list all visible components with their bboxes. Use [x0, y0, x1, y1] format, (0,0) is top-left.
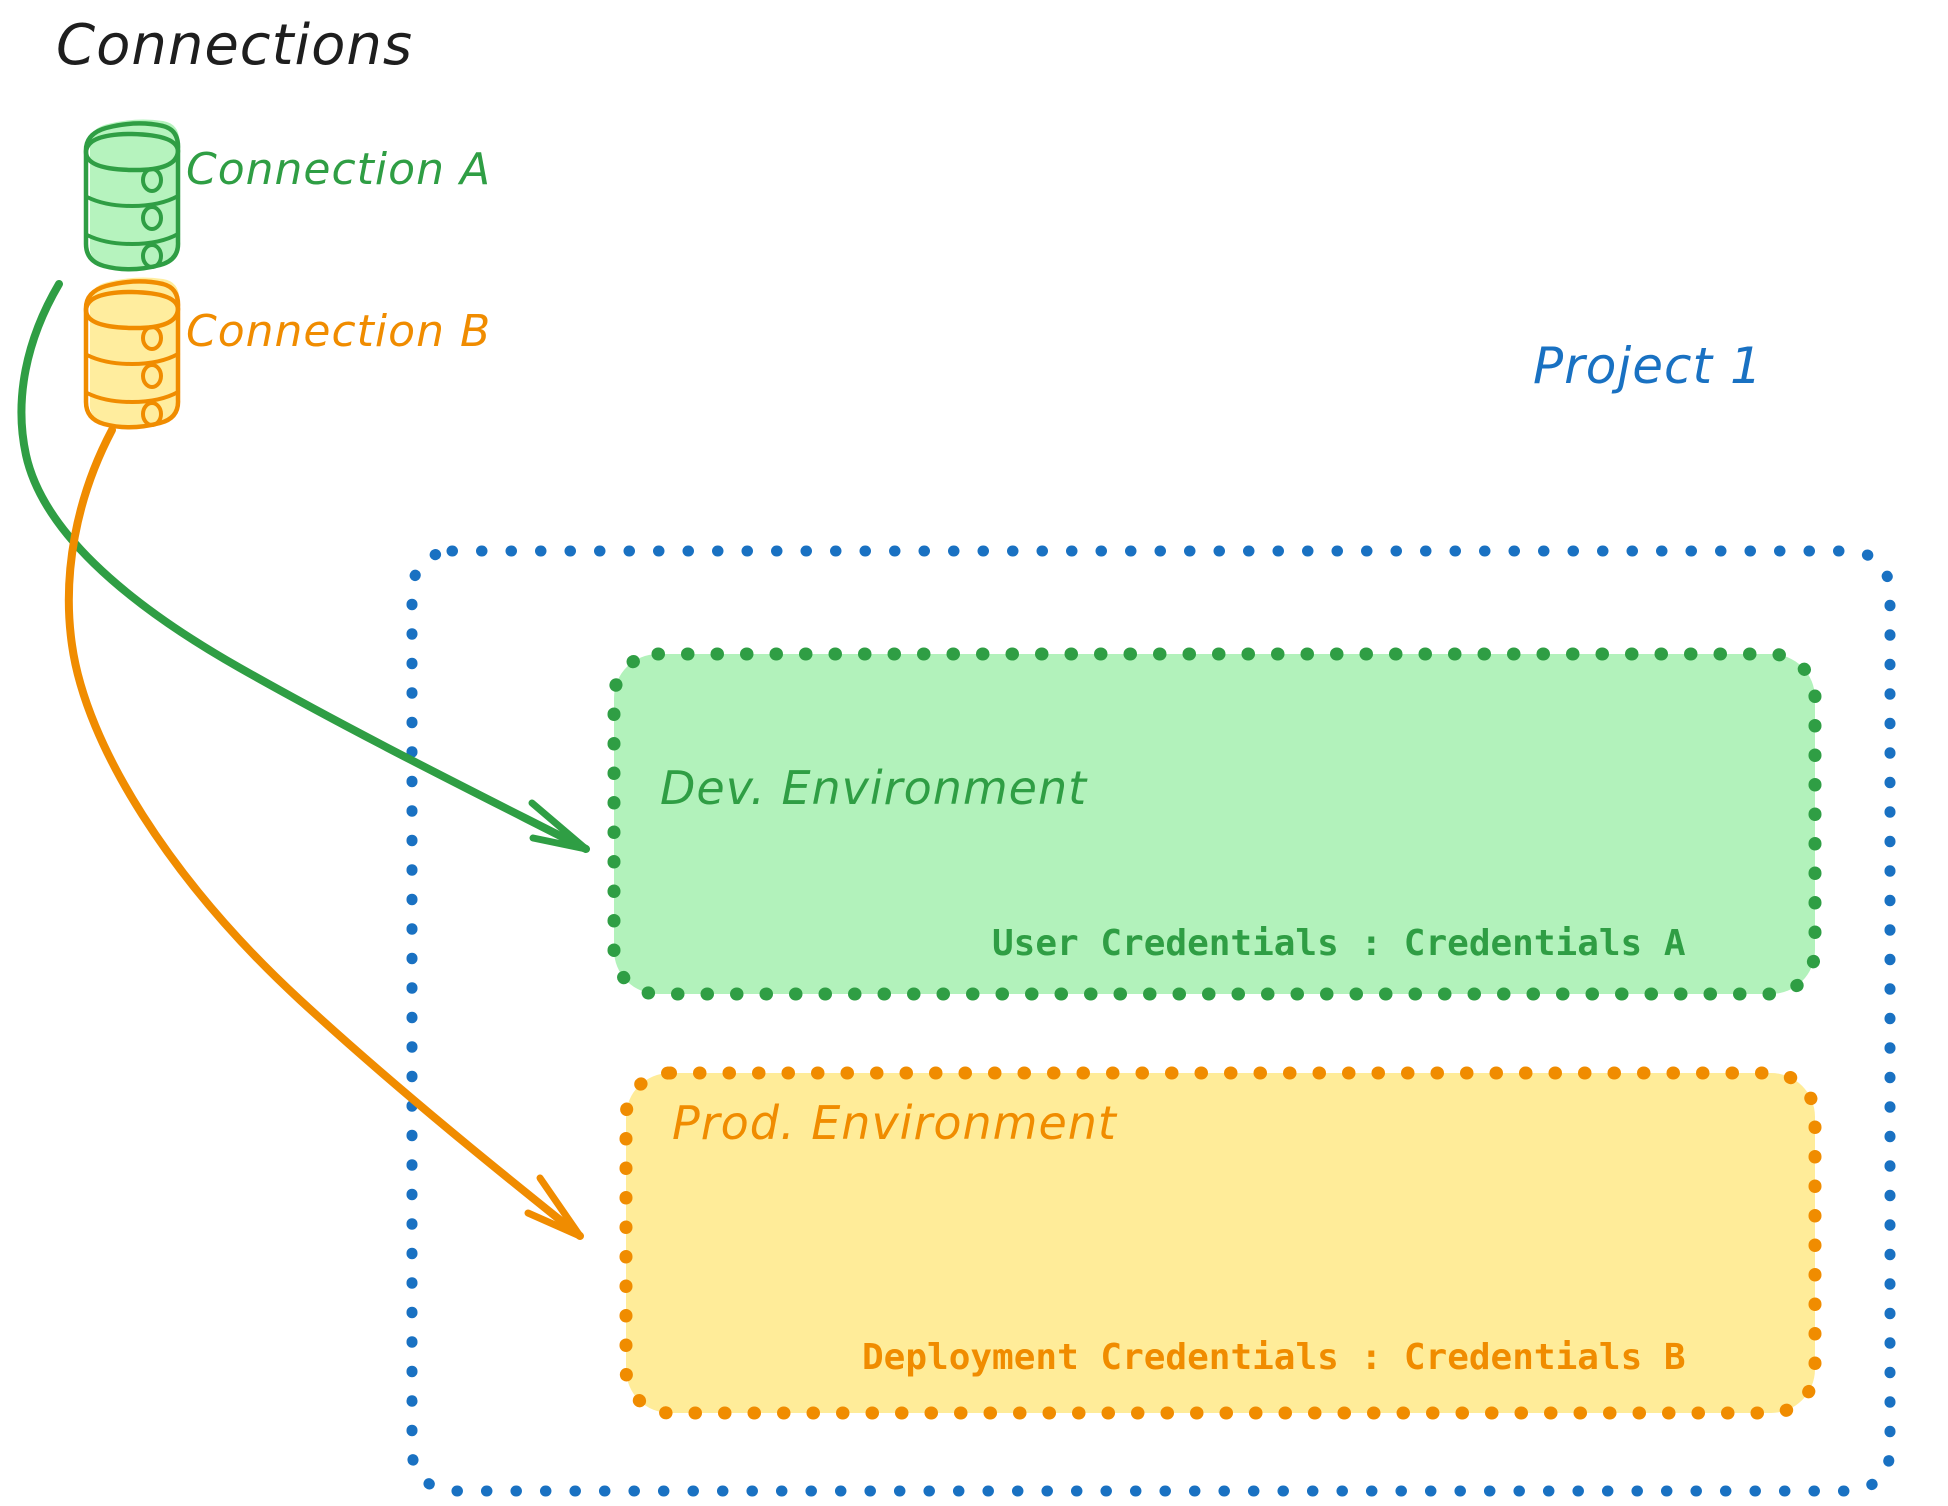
database-led-2 — [141, 363, 163, 389]
prod-environment-box[interactable] — [619, 1066, 1822, 1420]
dev-environment-border — [607, 647, 1822, 1001]
database-icon-connection-b[interactable] — [83, 277, 181, 430]
prod-environment-fill — [626, 1073, 1815, 1413]
database-divider-2 — [85, 232, 180, 247]
database-divider-1 — [85, 194, 180, 209]
prod-environment-credentials: Deployment Credentials : Credentials B — [862, 1337, 1686, 1378]
database-led-1 — [141, 167, 163, 193]
arrow-shaft — [64, 426, 584, 1240]
database-outline — [83, 121, 181, 272]
arrow-shaft — [17, 280, 590, 853]
database-led-2 — [141, 205, 163, 231]
arrow-connection-b-to-prod-environment[interactable] — [64, 426, 584, 1240]
arrowhead-lower — [524, 1209, 584, 1240]
dev-environment-fill — [614, 654, 1815, 994]
dev-environment-title: Dev. Environment — [660, 761, 1088, 815]
arrowhead-upper — [536, 1174, 584, 1240]
database-led-3 — [141, 243, 163, 269]
connection-b-label[interactable]: Connection B — [186, 306, 492, 357]
arrowhead-lower — [529, 834, 590, 853]
database-outline — [83, 279, 181, 430]
prod-environment-title: Prod. Environment — [672, 1096, 1117, 1150]
connection-a-label[interactable]: Connection A — [186, 144, 492, 195]
database-body-fill — [89, 119, 180, 268]
database-divider-2 — [85, 390, 180, 405]
database-led-1 — [141, 325, 163, 351]
database-icon-connection-a[interactable] — [83, 119, 181, 272]
arrowhead-upper — [528, 799, 590, 853]
project-1-border — [406, 545, 1896, 1497]
database-body-fill — [89, 277, 180, 426]
dev-environment-box[interactable] — [607, 647, 1822, 1001]
prod-environment-border — [619, 1066, 1822, 1420]
project-1-label: Project 1 — [1533, 337, 1763, 395]
database-top-rim — [83, 131, 181, 173]
database-divider-1 — [85, 352, 180, 367]
arrow-connection-a-to-dev-environment[interactable] — [17, 280, 590, 853]
page-title: Connections — [56, 13, 414, 78]
dev-environment-credentials: User Credentials : Credentials A — [992, 923, 1686, 964]
database-led-3 — [141, 401, 163, 427]
database-top-rim — [83, 289, 181, 331]
project-1-container[interactable] — [406, 545, 1896, 1497]
